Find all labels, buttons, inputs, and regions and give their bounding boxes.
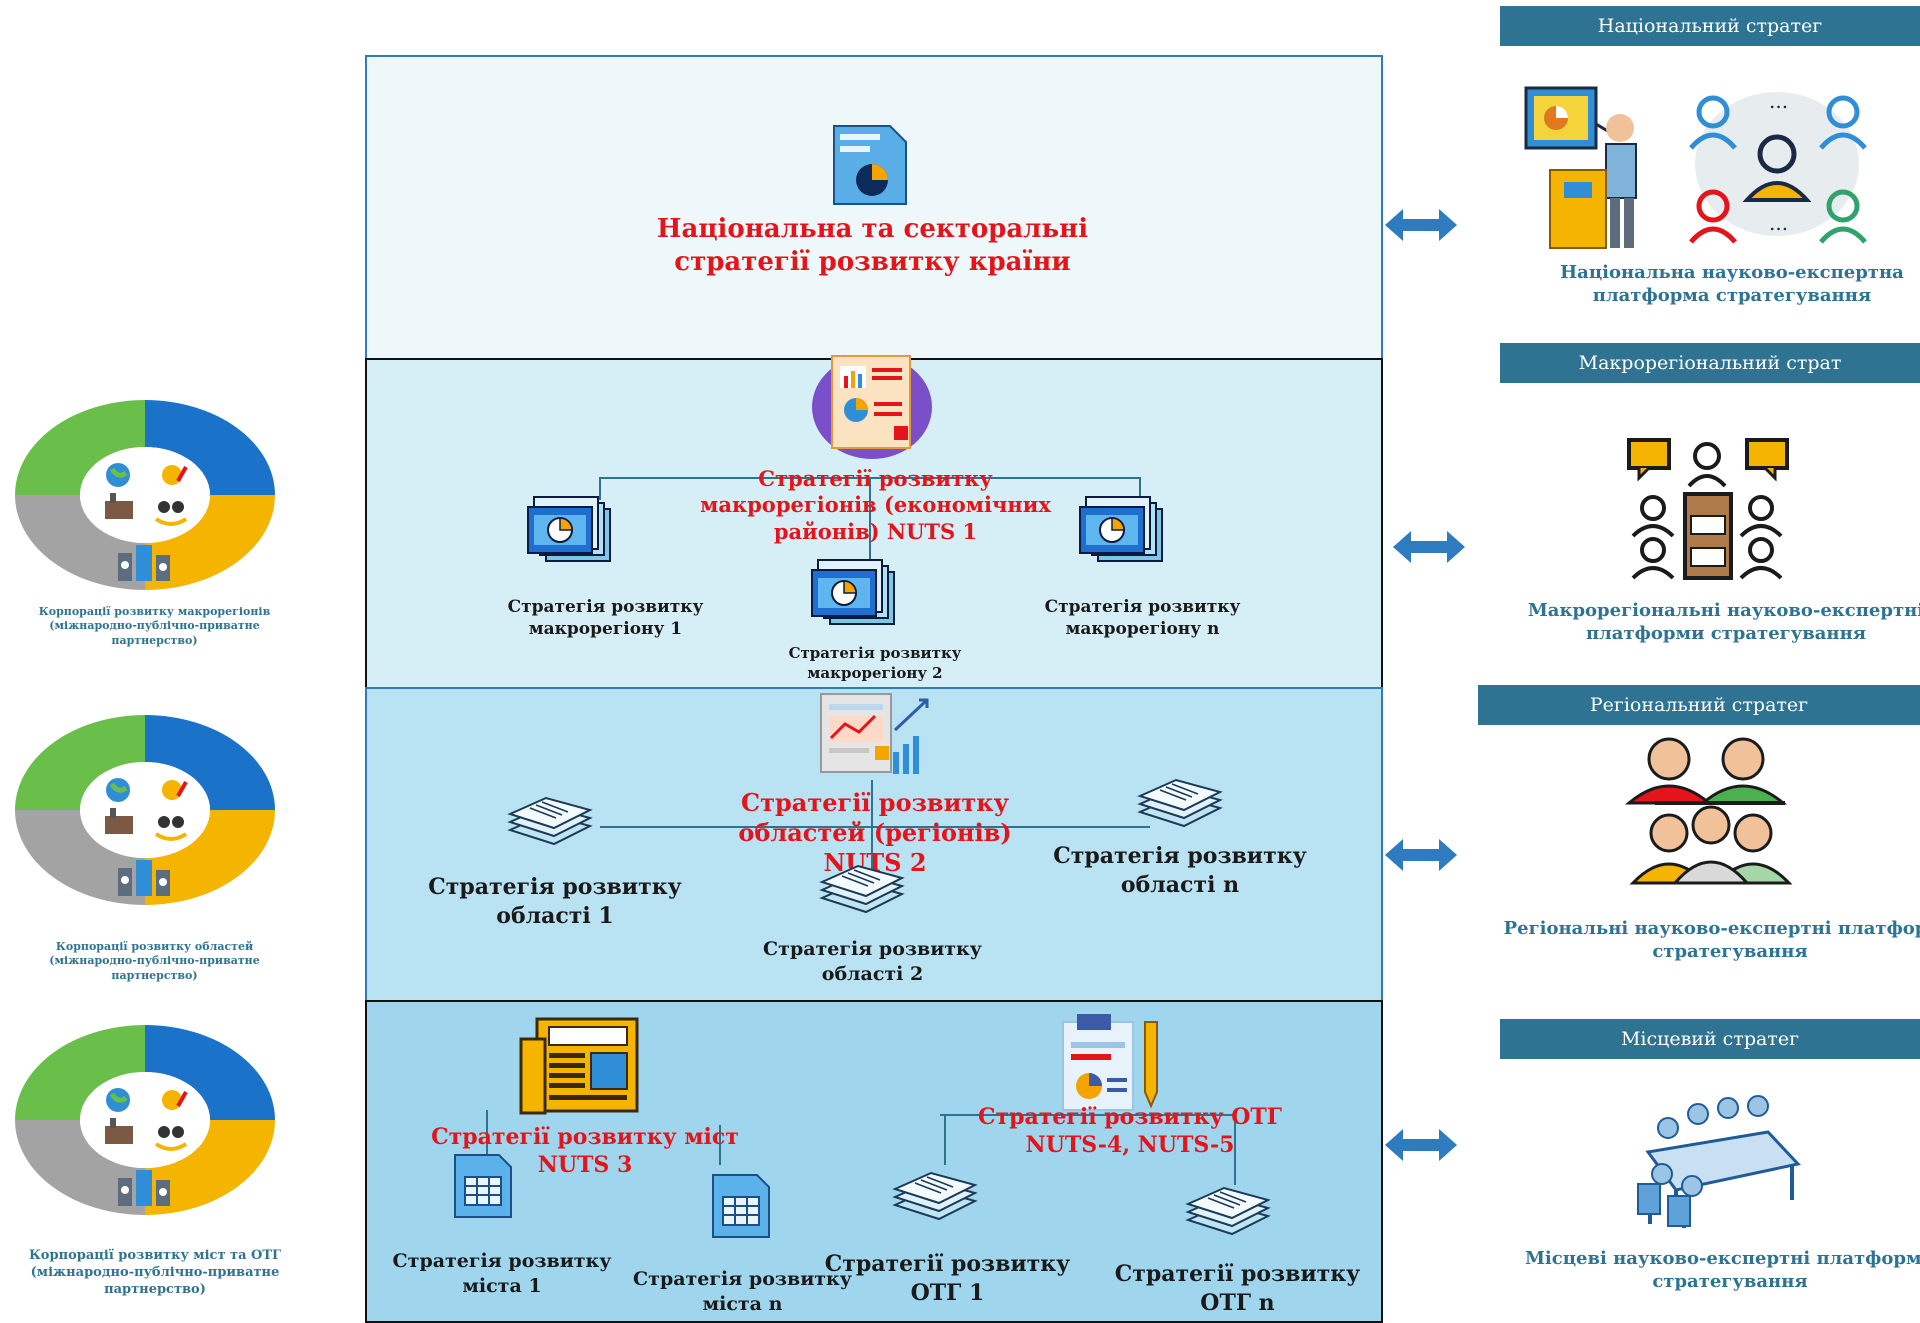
newspaper-icon <box>519 1017 639 1115</box>
macro-strategist-header: Макрорегіональний страт <box>1500 343 1920 383</box>
macro-platform-label: Макрорегіональні науково-експертні платф… <box>1527 600 1920 644</box>
city-strategy-n-label: Стратегія розвитку міста n <box>633 1268 852 1315</box>
macro-strategy-n-label: Стратегія розвитку макрорегіону n <box>1044 597 1241 640</box>
regional-strategy-2-label: Стратегія розвитку області 2 <box>763 938 982 985</box>
otg-strategy-title: Стратегії розвитку ОТГ NUTS-4, NUTS-5 <box>978 1104 1282 1158</box>
meeting-speakers-icon <box>1627 438 1789 580</box>
dashboard-report-icon <box>812 355 932 459</box>
local-strategist-header: Місцевий стратег <box>1500 1019 1920 1059</box>
otg-strategy-1-label: Стратегії розвитку ОТГ 1 <box>824 1251 1071 1306</box>
national-level-panel <box>365 55 1383 375</box>
otg-strategy-n-label: Стратегії розвитку ОТГ n <box>1114 1261 1361 1316</box>
macro-strategy-1-label: Стратегія розвитку макрорегіону 1 <box>507 597 704 640</box>
bidirectional-arrow-icon-regional <box>1385 839 1457 871</box>
spreadsheet-icon-city-n <box>712 1174 770 1238</box>
report-pie-icon <box>833 125 907 205</box>
regional-platform-label: Регіональні науково-експертні платформи … <box>1503 918 1920 962</box>
cities-strategy-title: Стратегії розвитку міст NUTS 3 <box>431 1124 739 1178</box>
lecturer-icon <box>1524 86 1637 249</box>
pen-document-icon <box>1062 1014 1158 1111</box>
partnership-wheel-icon-macro <box>0 385 300 605</box>
regional-strategist-header: Регіональний стратег <box>1478 685 1920 725</box>
bidirectional-arrow-icon-macro <box>1393 531 1465 563</box>
national-strategist-header: Національний стратег <box>1500 6 1920 46</box>
national-strategy-title: Національна та секторальні стратегії роз… <box>656 214 1089 277</box>
analytics-report-icon <box>820 693 929 774</box>
regional-strategy-title: Стратегії розвитку областей (регіонів) N… <box>738 788 1012 877</box>
corporations-regions-label: Корпорації розвитку областей (міжнародно… <box>49 940 260 982</box>
group-icon <box>1624 737 1793 885</box>
stack-papers-icon-region-1 <box>509 797 591 845</box>
corporations-macro-label: Корпорації розвитку макрорегіонів (міжна… <box>38 605 271 647</box>
spreadsheet-icon-city-1 <box>454 1154 512 1218</box>
partnership-wheel-icon-cities <box>0 1010 300 1230</box>
corporations-cities-label: Корпорації розвитку міст та ОТГ (міжнаро… <box>28 1248 282 1297</box>
city-strategy-1-label: Стратегія розвитку міста 1 <box>392 1250 612 1297</box>
macro-strategy-2-label: Стратегія розвитку макрорегіону 2 <box>788 644 962 682</box>
regional-strategy-1-label: Стратегія розвитку області 1 <box>428 874 682 929</box>
presentation-icon-macro-2 <box>811 559 895 625</box>
macro-strategy-title: Стратегії розвитку макрорегіонів (економ… <box>700 466 1051 544</box>
stack-papers-icon-otg-1 <box>894 1172 976 1220</box>
bidirectional-arrow-icon-local <box>1385 1129 1457 1161</box>
stack-papers-icon-region-2 <box>821 865 903 913</box>
svg-text:...: ... <box>1769 211 1788 235</box>
presentation-icon-macro-1 <box>527 496 611 562</box>
boardroom-icon <box>1637 1095 1801 1228</box>
local-platform-label: Місцеві науково-експертні платформи стра… <box>1525 1248 1920 1292</box>
partnership-wheel-icon-regions <box>0 700 300 920</box>
stack-papers-icon-otg-n <box>1187 1187 1269 1235</box>
network-people-icon: ...... <box>1689 89 1867 244</box>
national-platform-label: Національна науково-експертна платформа … <box>1560 262 1904 306</box>
bidirectional-arrow-icon-national <box>1385 209 1457 241</box>
stack-papers-icon-region-n <box>1139 779 1221 827</box>
regional-strategy-n-label: Стратегія розвитку області n <box>1053 843 1307 898</box>
svg-text:...: ... <box>1769 89 1788 113</box>
presentation-icon-macro-n <box>1079 496 1163 562</box>
